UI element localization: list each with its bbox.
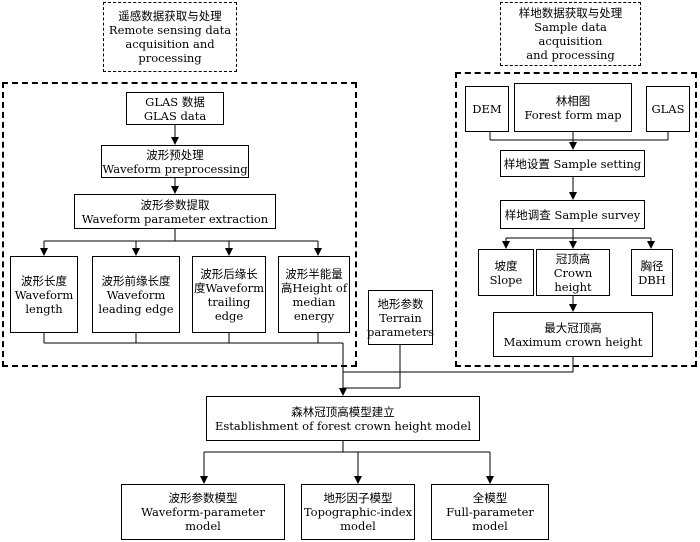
param-4-line-1: 波形半能量 (285, 266, 343, 281)
output-3-en-1: Full-parameter (446, 505, 534, 519)
param-4-line-3: median (292, 294, 336, 309)
remote-sensing-header-zh: 遥感数据获取与处理 (118, 9, 222, 23)
crown-height-en: Crown height (553, 265, 593, 294)
waveform-preprocessing-zh: 波形预处理 (146, 147, 204, 162)
param-box-trailing-edge: 波形后缘长 度Waveform trailing edge (192, 256, 266, 333)
terrain-zh: 地形参数 (377, 296, 424, 311)
param-2-line-3: leading edge (98, 301, 174, 316)
param-3-line-2: 度Waveform (193, 280, 265, 295)
crown-height-zh: 冠顶高 (555, 251, 591, 266)
terrain-en-1: Terrain (379, 310, 422, 325)
dem-box: DEM (465, 86, 509, 132)
param-1-line-2: Waveform (14, 287, 74, 302)
output-topographic-index-model: 地形因子模型 Topographic-index model (301, 484, 415, 540)
dbh-zh: 胸径 (640, 258, 664, 273)
dem-label: DEM (472, 102, 502, 116)
output-1-en: Waveform-parameter model (141, 505, 265, 533)
sample-data-header-en-1: Sample data acquisition (534, 20, 607, 48)
crown-height-box: 冠顶高 Crown height (536, 249, 610, 296)
glas-data-zh: GLAS 数据 (145, 94, 205, 109)
forest-form-map-box: 林相图 Forest form map (514, 83, 632, 132)
forest-form-map-zh: 林相图 (555, 93, 591, 108)
model-establishment-zh: 森林冠顶高模型建立 (291, 404, 395, 419)
param-1-line-1: 波形长度 (21, 273, 67, 288)
sample-data-group (455, 72, 697, 367)
param-2-line-2: Waveform (106, 287, 166, 302)
terrain-en-2: parameters (366, 324, 435, 339)
remote-sensing-group (2, 82, 357, 367)
remote-sensing-header-en-2: acquisition and (125, 37, 215, 51)
glas-data-box: GLAS 数据 GLAS data (126, 92, 224, 125)
sample-data-header-en-2: and processing (526, 48, 615, 62)
output-full-parameter-model: 全模型 Full-parameter model (431, 484, 549, 540)
param-box-median-energy: 波形半能量 高Height of median energy (278, 256, 350, 333)
sample-survey-label: 样地调查 Sample survey (504, 207, 641, 222)
waveform-preprocessing-box: 波形预处理 Waveform preprocessing (101, 145, 249, 178)
model-establishment-en: Establishment of forest crown height mod… (214, 418, 472, 433)
remote-sensing-header-en-3: processing (138, 51, 202, 65)
output-2-en-1: Topographic-index (303, 505, 413, 519)
param-4-line-4: energy (293, 308, 335, 323)
output-1-zh: 波形参数模型 (168, 491, 238, 505)
remote-sensing-header: 遥感数据获取与处理 Remote sensing data acquisitio… (103, 2, 237, 72)
max-crown-height-box: 最大冠顶高 Maximum crown height (493, 312, 653, 357)
param-3-line-4: edge (214, 308, 244, 323)
terrain-parameters-box: 地形参数 Terrain parameters (366, 290, 435, 345)
slope-en: Slope (489, 272, 523, 287)
glas-right-label: GLAS (651, 102, 685, 116)
param-4-line-2: 高Height of (280, 280, 348, 295)
slope-zh: 坡度 (494, 258, 518, 273)
output-waveform-parameter-model: 波形参数模型 Waveform-parameter model (121, 484, 285, 540)
output-3-en-2: model (472, 519, 508, 533)
param-1-line-3: length (25, 301, 63, 316)
output-2-zh: 地形因子模型 (323, 491, 393, 505)
glas-right-box: GLAS (646, 86, 690, 132)
model-establishment-box: 森林冠顶高模型建立 Establishment of forest crown … (206, 396, 480, 441)
waveform-extraction-zh: 波形参数提取 (140, 197, 210, 212)
dbh-en: DBH (638, 272, 666, 287)
remote-sensing-header-en-1: Remote sensing data (108, 23, 232, 37)
max-crown-height-en: Maximum crown height (503, 334, 643, 349)
param-3-line-1: 波形后缘长 (200, 266, 258, 281)
param-box-leading-edge: 波形前缘长度 Waveform leading edge (92, 256, 180, 333)
max-crown-height-zh: 最大冠顶高 (544, 320, 602, 335)
waveform-extraction-box: 波形参数提取 Waveform parameter extraction (74, 194, 276, 229)
forest-form-map-en: Forest form map (524, 107, 622, 122)
sample-setting-label: 样地设置 Sample setting (503, 156, 642, 171)
sample-setting-box: 样地设置 Sample setting (500, 150, 645, 177)
sample-data-header-zh: 样地数据获取与处理 (518, 6, 623, 20)
output-2-en-2: model (340, 519, 376, 533)
param-2-line-1: 波形前缘长度 (101, 273, 171, 288)
waveform-extraction-en: Waveform parameter extraction (81, 211, 269, 226)
sample-data-header: 样地数据获取与处理 Sample data acquisition and pr… (500, 2, 641, 66)
waveform-preprocessing-en: Waveform preprocessing (102, 161, 248, 176)
param-box-waveform-length: 波形长度 Waveform length (10, 256, 78, 333)
output-3-zh: 全模型 (472, 491, 508, 505)
param-3-line-3: trailing (207, 294, 251, 309)
glas-data-en: GLAS data (143, 108, 207, 123)
sample-survey-box: 样地调查 Sample survey (500, 200, 645, 229)
slope-box: 坡度 Slope (478, 249, 534, 296)
dbh-box: 胸径 DBH (631, 249, 673, 296)
